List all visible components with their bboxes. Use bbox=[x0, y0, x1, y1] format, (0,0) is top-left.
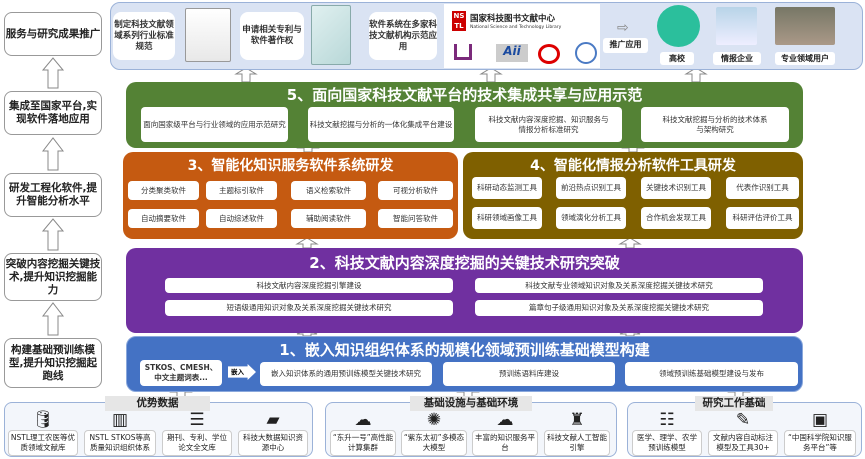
software-item: 语义检索软件 bbox=[291, 181, 366, 200]
books-icon: ▥ bbox=[111, 410, 129, 430]
nstl-logos: NSTL 国家科技图书文献中心 National Science and Tec… bbox=[444, 4, 600, 68]
robot-icon: ♜ bbox=[569, 410, 585, 430]
infra-item: ♜科技文献人工智能引擎 bbox=[544, 410, 610, 456]
outcome-patents: 申请相关专利与软件著作权 bbox=[240, 12, 304, 60]
goal-integration: 集成至国家平台,实现软件落地应用 bbox=[4, 91, 102, 135]
layer5-item: 科技文献内容深度挖掘、知识服务与情报分析标准研究 bbox=[475, 107, 622, 142]
monitor-chart-icon: ▣ bbox=[811, 410, 829, 430]
standard-document-image bbox=[185, 8, 231, 62]
kos-box: STKOS、CMESH、中文主题词表... bbox=[140, 360, 222, 386]
tool-item: 关键技术识别工具 bbox=[641, 177, 711, 199]
tool-item: 代表作识别工具 bbox=[726, 177, 799, 199]
research-item: ✎文献内容自动标注模型及工具30+ bbox=[708, 410, 778, 456]
software-item: 自动综述软件 bbox=[206, 209, 277, 228]
certificate-image bbox=[311, 5, 351, 65]
cloud-service-icon: ☁ bbox=[496, 410, 514, 430]
university-image bbox=[657, 5, 700, 47]
infra-item: ☁“东升一号”高性能计算集群 bbox=[330, 410, 396, 456]
infra-item: ✺“紫东太初”多模态大模型 bbox=[401, 410, 467, 456]
software-item: 自动摘要软件 bbox=[128, 209, 199, 228]
partner-logo bbox=[454, 44, 472, 60]
database-icon: 🛢 bbox=[32, 410, 54, 430]
research-item: ☷医学、理学、农学预训练模型 bbox=[632, 410, 702, 456]
target-domain-users: 专业领域用户 bbox=[775, 52, 835, 65]
document-edit-icon: ✎ bbox=[735, 410, 751, 430]
cloud-computer-icon: ☁ bbox=[354, 410, 372, 430]
target-university: 高校 bbox=[660, 52, 694, 65]
tool-item: 科研评估评价工具 bbox=[726, 207, 799, 229]
tool-item: 科研动态监测工具 bbox=[472, 177, 542, 199]
software-item: 智能问答软件 bbox=[378, 209, 453, 228]
layer2-item: 科技文献内容深度挖掘引擎建设 bbox=[165, 278, 453, 293]
layer1-item: 领域预训练基础模型建设与发布 bbox=[625, 362, 798, 386]
tool-item: 合作机会发现工具 bbox=[641, 207, 711, 229]
software-item: 可视分析软件 bbox=[378, 181, 453, 200]
layer5-title: 5、面向国家科技文献平台的技术集成共享与应用示范 bbox=[286, 86, 643, 104]
aii-logo: Aii bbox=[496, 44, 528, 62]
istic-logo bbox=[538, 44, 560, 64]
layer5-item: 科技文献挖掘与分析的技术体系与架构研究 bbox=[641, 107, 789, 142]
software-item: 辅助阅读软件 bbox=[291, 209, 366, 228]
advantage-data-title: 优势数据 bbox=[105, 396, 210, 411]
data-item: ▥NSTL STKOS等高质量知识组织体系 bbox=[84, 410, 156, 456]
layer5-item: 科技文献挖掘与分析的一体化集成平台建设 bbox=[308, 107, 454, 142]
research-item: ▣“中国科学院知识服务平台”等 bbox=[784, 410, 856, 456]
data-item: 🛢NSTL理工农医等优质领域文献库 bbox=[8, 410, 78, 456]
embed-arrow: 嵌入 bbox=[228, 364, 256, 380]
brain-icon: ✺ bbox=[426, 410, 442, 430]
layer2-item: 科技文献专业领域知识对象及关系深度挖掘关键技术研究 bbox=[475, 278, 763, 293]
tool-item: 领域演化分析工具 bbox=[556, 207, 626, 229]
target-enterprise: 情报企业 bbox=[713, 52, 761, 65]
layer5-item: 面向国家级平台与行业领域的应用示范研究 bbox=[141, 107, 288, 142]
outcome-standards: 制定科技文献领域系列行业标准规范 bbox=[113, 12, 175, 60]
layer1-title: 1、嵌入知识组织体系的规模化领域预训练基础模型构建 bbox=[279, 341, 650, 359]
tool-item: 前沿热点识别工具 bbox=[556, 177, 626, 199]
infra-item: ☁丰富的知识服务平台 bbox=[472, 410, 538, 456]
goal-promotion: 服务与研究成果推广 bbox=[4, 12, 102, 56]
model-icon: ☷ bbox=[659, 410, 675, 430]
medical-logo bbox=[575, 42, 597, 64]
folder-icon: ▰ bbox=[266, 410, 280, 430]
layer1-item: 嵌入知识体系的通用预训练模型关键技术研究 bbox=[260, 362, 432, 386]
tool-item: 科研领域画像工具 bbox=[472, 207, 542, 229]
software-item: 分类聚类软件 bbox=[128, 181, 199, 200]
layer1-item: 预训练语料库建设 bbox=[443, 362, 615, 386]
infrastructure-title: 基础设施与基础环境 bbox=[410, 396, 532, 411]
layer2-item: 篇章句子级通用知识对象及关系深度挖掘关键技术研究 bbox=[475, 300, 763, 316]
layers-icon: ☰ bbox=[189, 410, 205, 430]
data-item: ☰期刊、专利、学位论文全文库 bbox=[162, 410, 232, 456]
promote-label: 推广应用 bbox=[603, 38, 648, 53]
nstl-title: 国家科技图书文献中心 bbox=[470, 14, 556, 24]
right-arrow-icon: ⇨ bbox=[617, 20, 629, 36]
goal-foundation: 构建基础预训练模型,提升知识挖掘起跑线 bbox=[4, 338, 102, 388]
layer2-title: 2、科技文献内容深度挖掘的关键技术研究突破 bbox=[309, 254, 620, 272]
layer3-title: 3、智能化知识服务软件系统研发 bbox=[187, 158, 394, 174]
nstl-subtitle: National Science and Technology Library bbox=[470, 25, 562, 30]
layer2-item: 短语级通用知识对象及关系深度挖掘关键技术研究 bbox=[165, 300, 453, 316]
data-item: ▰科技大数据知识资源中心 bbox=[238, 410, 308, 456]
goal-engineering: 研发工程化软件,提升智能分析水平 bbox=[4, 173, 102, 217]
layer4-title: 4、智能化情报分析软件工具研发 bbox=[530, 158, 736, 174]
outcome-demo: 软件系统在多家科技文献机构示范应用 bbox=[369, 12, 437, 60]
enterprise-image bbox=[716, 7, 757, 45]
industry-image bbox=[775, 7, 835, 45]
goal-breakthrough: 突破内容挖掘关键技术,提升知识挖掘能力 bbox=[4, 253, 102, 301]
research-basis-title: 研究工作基础 bbox=[695, 396, 773, 411]
nstl-logo: NSTL bbox=[452, 11, 466, 31]
software-item: 主题标引软件 bbox=[206, 181, 277, 200]
